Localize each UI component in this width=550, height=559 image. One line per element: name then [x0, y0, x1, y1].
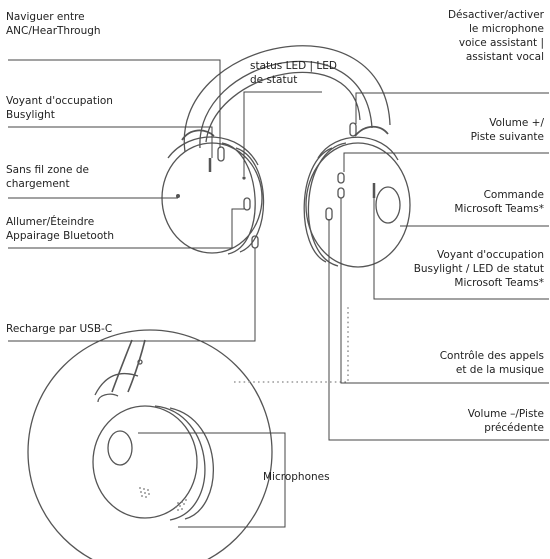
headband — [183, 45, 391, 153]
label-volume-up: Volume +/Piste suivante — [470, 117, 544, 143]
leader-busylight-right — [373, 198, 549, 300]
leader-busylight-left — [8, 126, 213, 158]
leader-microphones — [138, 432, 286, 528]
label-usb-c: Recharge par USB-C — [6, 323, 113, 335]
leader-mute — [355, 92, 549, 124]
leader-power — [8, 208, 244, 249]
leader-lines — [8, 59, 549, 528]
microphone-detail — [27, 329, 273, 559]
leader-anc — [8, 59, 221, 148]
leader-calls — [340, 198, 549, 384]
dotted-connector — [234, 305, 349, 383]
label-microphones: Microphones — [263, 471, 330, 483]
right-ear-cup — [303, 122, 411, 268]
left-ear-cup — [161, 129, 265, 255]
leader-status — [243, 91, 322, 176]
leader-usb — [8, 248, 256, 342]
leader-volume-down — [328, 219, 549, 441]
leader-volume-up — [343, 152, 549, 172]
